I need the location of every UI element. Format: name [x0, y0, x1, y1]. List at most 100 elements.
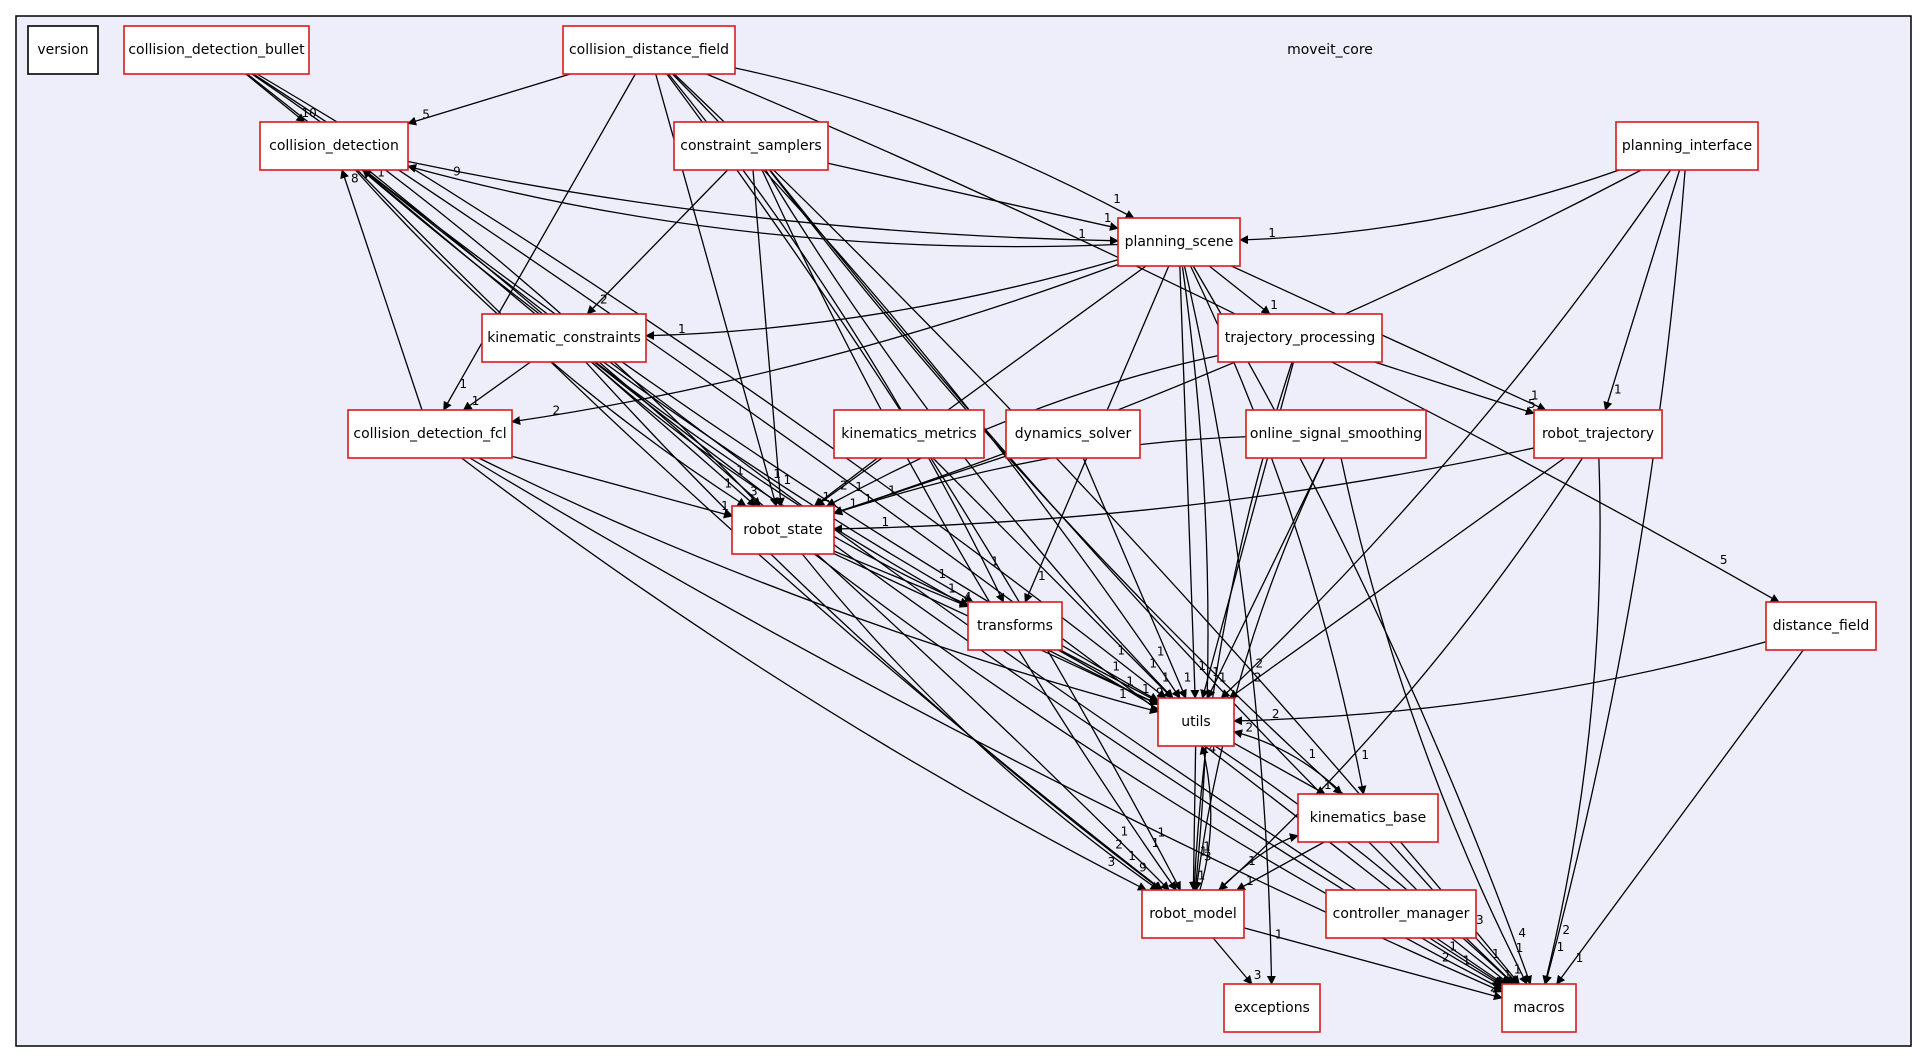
node-label: collision_detection — [269, 138, 399, 154]
node-robot-state[interactable]: robot_state — [731, 505, 835, 555]
edge-label-planning_scene-to-transforms: 1 — [1038, 569, 1046, 583]
node-box[interactable] — [1297, 793, 1439, 843]
node-collision-distance-field[interactable]: collision_distance_field — [562, 25, 736, 75]
node-planning-interface[interactable]: planning_interface — [1615, 121, 1759, 171]
edge-planning_scene-to-macros — [1192, 265, 1532, 985]
node-box[interactable] — [1615, 121, 1759, 171]
node-utils[interactable]: utils — [1157, 697, 1235, 747]
edge-collision_detection-to-macros — [363, 169, 1503, 985]
edge-label-collision_detection-to-planning_scene: 1 — [1078, 227, 1086, 241]
node-transforms[interactable]: transforms — [967, 601, 1063, 651]
edge-planning_scene-to-trajectory_processing — [1208, 265, 1271, 315]
edge-planning_interface-to-planning_scene — [1239, 169, 1620, 245]
edge-label-planning_interface-to-robot_state: 1 — [888, 483, 896, 497]
node-trajectory-processing[interactable]: trajectory_processing — [1217, 313, 1383, 363]
edge-controller_manager-to-macros — [1435, 937, 1505, 985]
edge-label-collision_detection-to-robot_state: 1 — [724, 476, 732, 490]
edge-label-collision_detection_fcl-to-utils: 1 — [1119, 687, 1127, 701]
node-dynamics-solver[interactable]: dynamics_solver — [1005, 409, 1141, 459]
node-box[interactable] — [27, 25, 99, 75]
node-box[interactable] — [481, 313, 647, 363]
node-box[interactable] — [562, 25, 736, 75]
edge-label-robot_state-to-utils: 1 — [1142, 682, 1150, 696]
node-box[interactable] — [1765, 601, 1877, 651]
node-kinematics-metrics[interactable]: kinematics_metrics — [833, 409, 985, 459]
node-label: kinematic_constraints — [487, 330, 641, 346]
node-box[interactable] — [347, 409, 513, 459]
edge-planning_interface-to-macros — [1543, 169, 1686, 985]
edge-robot_state-to-transforms — [833, 550, 969, 608]
node-box[interactable] — [1245, 409, 1427, 459]
node-box[interactable] — [1005, 409, 1141, 459]
edge-robot_model-to-kinematics_base — [1217, 833, 1299, 891]
edge-label-constraint_samplers-to-kinematics_base: 1 — [1309, 747, 1317, 761]
node-box[interactable] — [1157, 697, 1235, 747]
node-box[interactable] — [1501, 983, 1577, 1033]
node-label: planning_interface — [1622, 138, 1752, 154]
node-box[interactable] — [673, 121, 829, 171]
node-collision-detection-bullet[interactable]: collision_detection_bullet — [123, 25, 310, 75]
edge-label-distance_field-to-utils: 2 — [1272, 707, 1280, 721]
edge-label-kinematics_metrics-to-robot_state: 1 — [822, 490, 830, 504]
node-planning-scene[interactable]: planning_scene — [1117, 217, 1241, 267]
node-controller-manager[interactable]: controller_manager — [1325, 889, 1477, 939]
edge-label-kinematics_base-to-utils: 2 — [1245, 721, 1253, 735]
node-kinematic-constraints[interactable]: kinematic_constraints — [481, 313, 647, 363]
edge-planning_scene-to-exceptions — [1183, 265, 1276, 985]
node-robot-model[interactable]: robot_model — [1141, 889, 1245, 939]
node-constraint-samplers[interactable]: constraint_samplers — [673, 121, 829, 171]
node-version[interactable]: version — [27, 25, 99, 75]
edge-label-planning_scene-to-trajectory_processing: 1 — [1270, 298, 1278, 312]
edge-planning_scene-to-robot_model — [1181, 265, 1209, 891]
edge-robot_trajectory-to-utils — [1228, 457, 1565, 699]
edge-label-online_signal_smoothing-to-macros: 1 — [1516, 941, 1524, 955]
edge-label-kinematic_constraints-to-macros: 1 — [1449, 939, 1457, 953]
node-label: robot_model — [1149, 906, 1237, 922]
node-box[interactable] — [1325, 889, 1477, 939]
edge-planning_scene-to-utils — [1179, 265, 1200, 699]
edge-collision_detection_fcl-to-robot_state — [511, 455, 733, 519]
edge-label-robot_model-to-utils: 4 — [1208, 742, 1216, 756]
node-box[interactable] — [1117, 217, 1241, 267]
node-robot-trajectory[interactable]: robot_trajectory — [1533, 409, 1663, 459]
node-box[interactable] — [1223, 983, 1321, 1033]
node-label: kinematics_base — [1310, 810, 1426, 826]
node-box[interactable] — [259, 121, 409, 171]
node-box[interactable] — [123, 25, 310, 75]
node-label: constraint_samplers — [680, 138, 821, 154]
node-macros[interactable]: macros — [1501, 983, 1577, 1033]
edge-label-robot_state-to-macros: 1 — [1463, 954, 1471, 968]
node-label: controller_manager — [1333, 906, 1470, 922]
edge-label-planning_scene-to-macros: 4 — [1518, 926, 1526, 940]
node-box[interactable] — [1533, 409, 1663, 459]
edge-label-robot_state-to-transforms: 4 — [964, 590, 972, 604]
edge-label-constraint_samplers-to-robot_state: 1 — [783, 473, 791, 487]
node-distance-field[interactable]: distance_field — [1765, 601, 1877, 651]
node-box[interactable] — [833, 409, 985, 459]
edge-label-dynamics_solver-to-robot_state: 1 — [849, 496, 857, 510]
node-kinematics-base[interactable]: kinematics_base — [1297, 793, 1439, 843]
node-label: robot_trajectory — [1542, 426, 1654, 442]
edge-label-collision_detection_fcl-to-robot_model: 3 — [1108, 855, 1116, 869]
node-exceptions[interactable]: exceptions — [1223, 983, 1321, 1033]
node-box[interactable] — [1141, 889, 1245, 939]
edge-label-collision_detection_fcl-to-collision_detection: 8 — [351, 171, 359, 185]
node-collision-detection[interactable]: collision_detection — [259, 121, 409, 171]
edge-label-planning_interface-to-planning_scene: 1 — [1268, 226, 1276, 240]
node-label: collision_detection_bullet — [128, 42, 305, 58]
node-box[interactable] — [1217, 313, 1383, 363]
node-collision-detection-fcl[interactable]: collision_detection_fcl — [347, 409, 513, 459]
node-box[interactable] — [731, 505, 835, 555]
node-box[interactable] — [967, 601, 1063, 651]
edge-label-controller_manager-to-macros: 1 — [1504, 968, 1512, 982]
edge-label-constraint_samplers-to-robot_model: 1 — [1152, 836, 1160, 850]
edge-distance_field-to-macros — [1556, 649, 1804, 985]
edge-collision_distance_field-to-collision_detection — [407, 73, 571, 126]
cluster-label: moveit_core — [1287, 42, 1373, 58]
node-online-signal-smoothing[interactable]: online_signal_smoothing — [1245, 409, 1427, 459]
edge-label-collision_detection_fcl-to-robot_state: 1 — [721, 499, 729, 513]
node-label: exceptions — [1234, 1000, 1310, 1016]
edge-label-planning_scene-to-robot_trajectory: 1 — [1531, 388, 1539, 402]
edge-label-distance_field-to-macros: 1 — [1576, 951, 1584, 965]
